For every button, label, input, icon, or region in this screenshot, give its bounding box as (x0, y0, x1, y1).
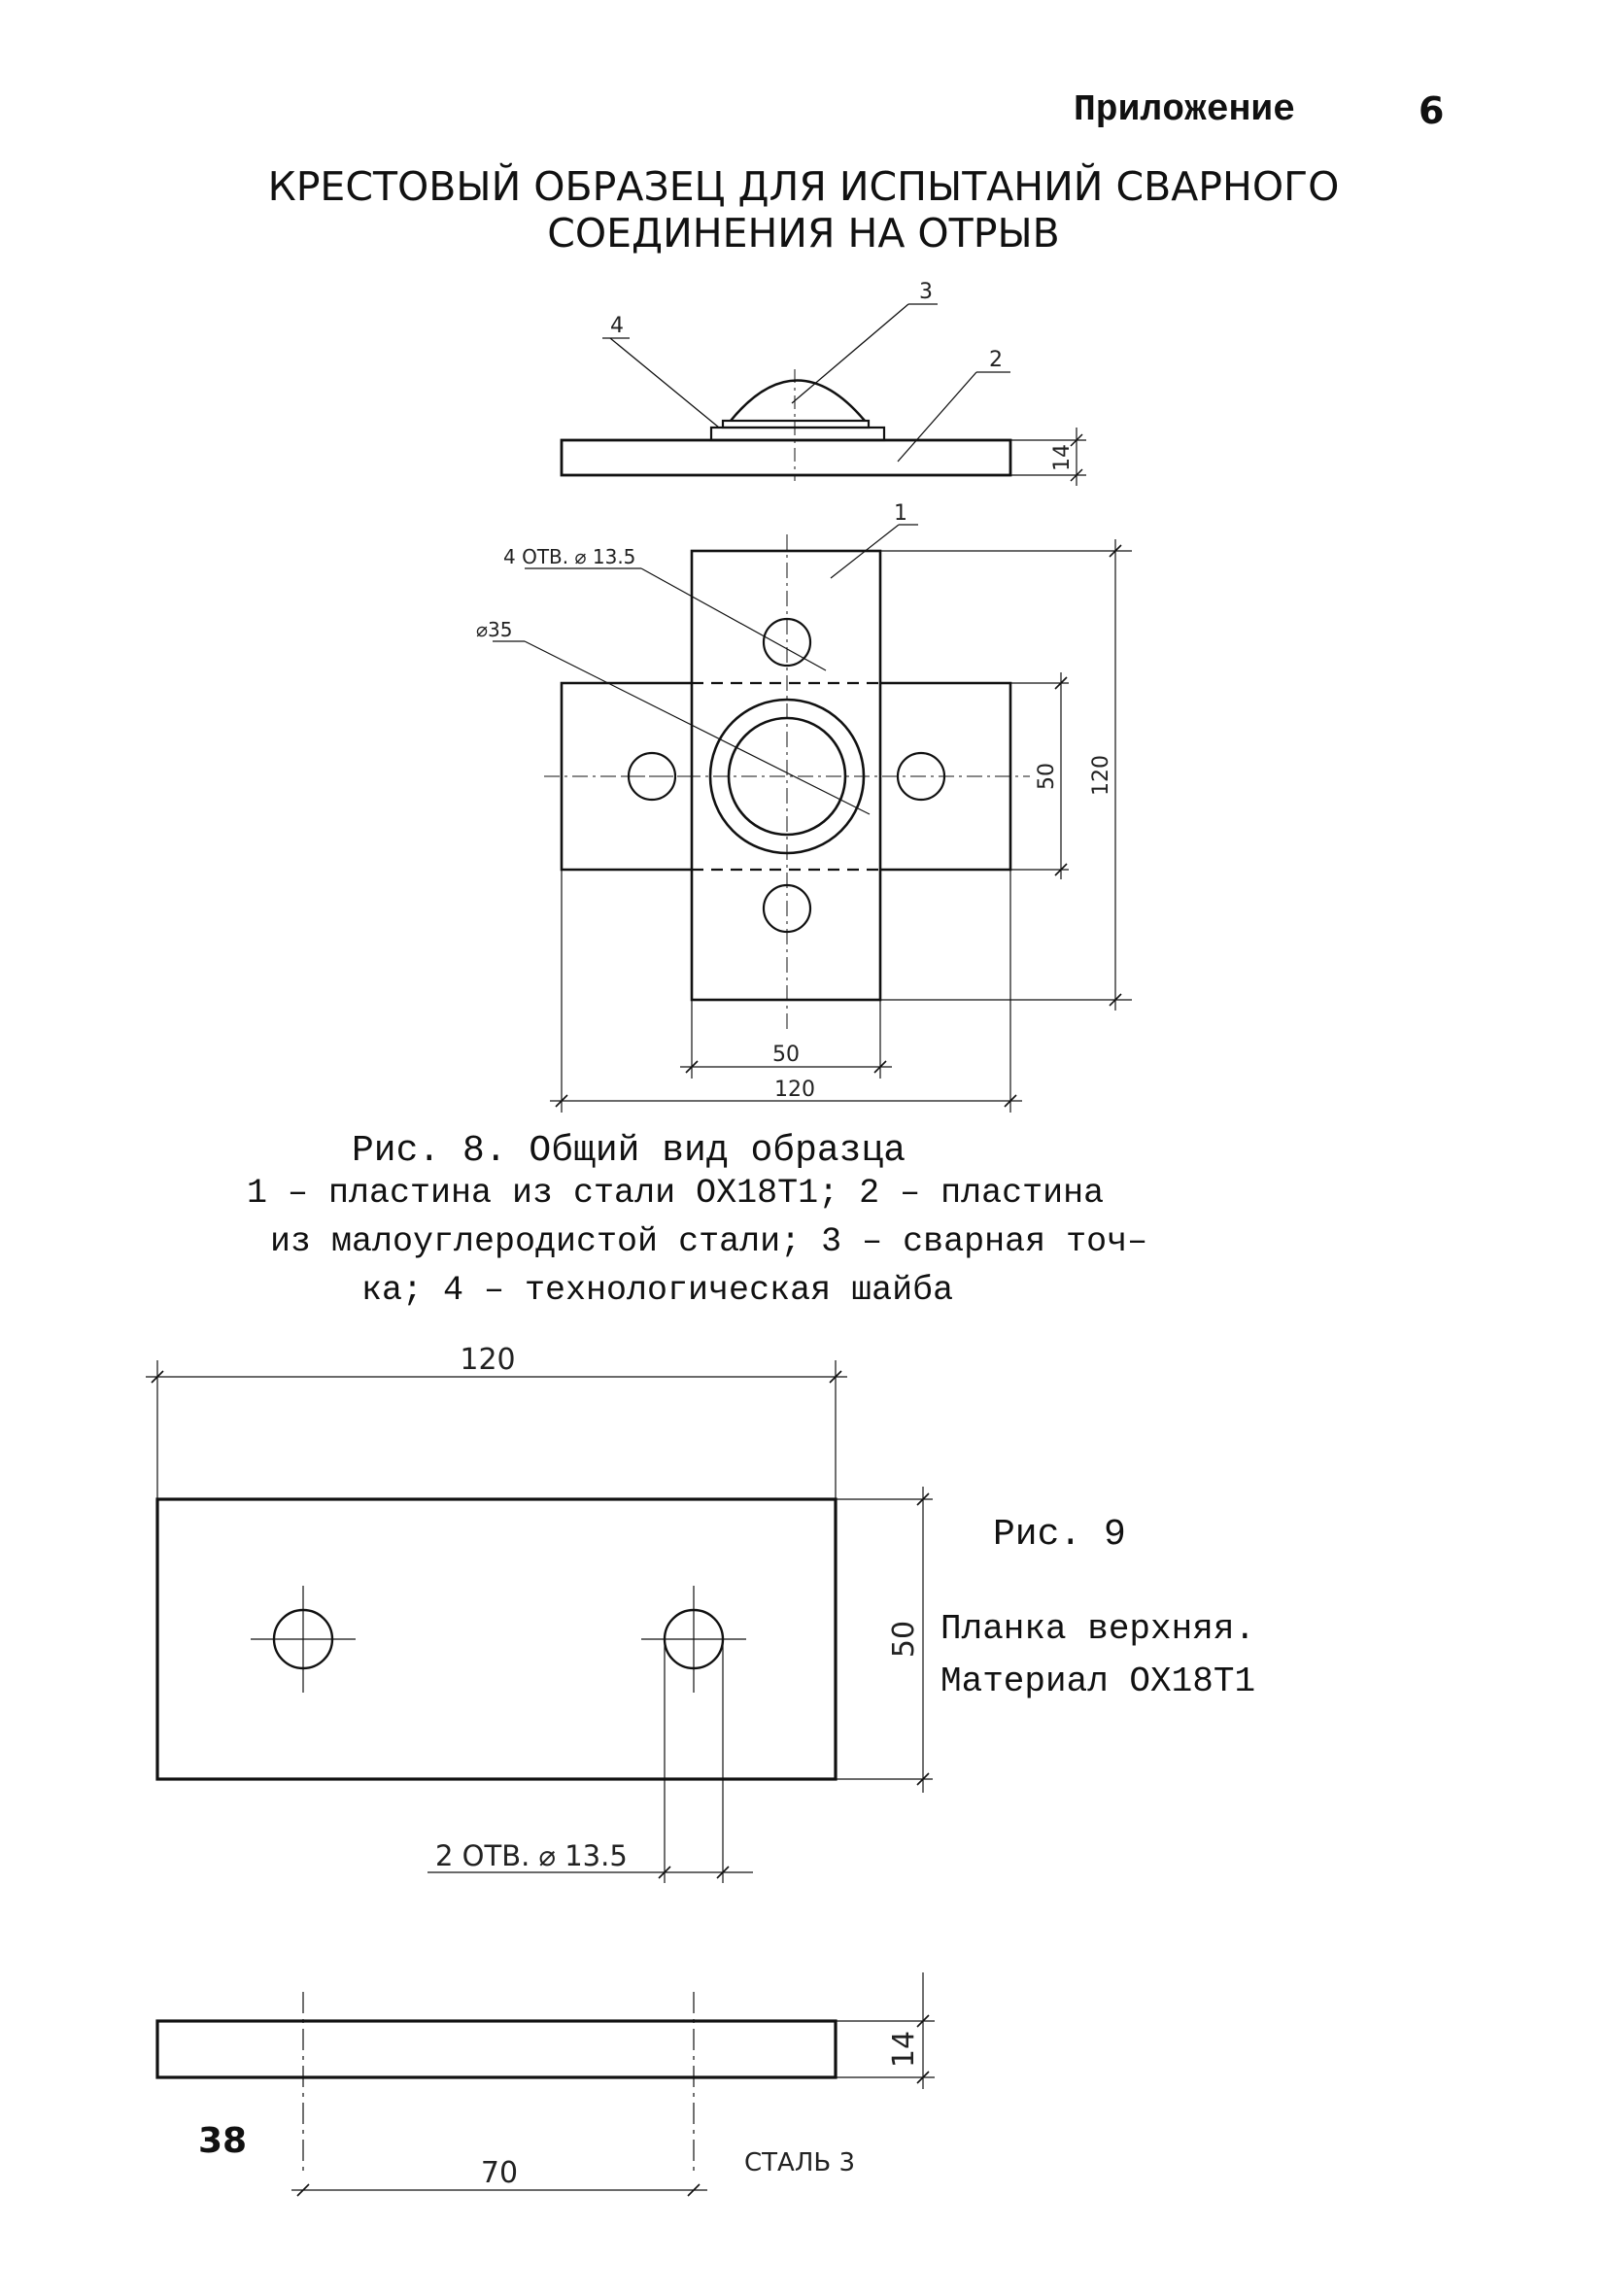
fig8-dim-inner-horizontal: 50 (772, 1043, 800, 1067)
fig9-plate-side (155, 2019, 838, 2079)
fig8-side-view (560, 303, 1086, 486)
fig8-callout-1: 1 (894, 501, 907, 526)
fig8-weld-dome (730, 379, 866, 422)
fig9-dim-thickness: 14 (887, 2031, 921, 2068)
fig8-callout-4: 4 (610, 314, 624, 338)
fig8-caption-line-3: ка; 4 – технологическая шайба (361, 1271, 954, 1310)
fig8-washer-side (721, 419, 871, 429)
page-number: 38 (198, 2121, 248, 2161)
fig8-dim-inner-vertical: 50 (1035, 763, 1059, 790)
fig8-caption-line-2: из малоуглеродистой стали; 3 – сварная т… (270, 1222, 1148, 1261)
fig9-label: Рис. 9 (993, 1514, 1126, 1556)
fig8-top-plate-side (709, 426, 886, 442)
fig8-hole-note: 4 ОТВ. ⌀ 13.5 (503, 545, 635, 568)
fig8-dim-outer-vertical: 120 (1089, 755, 1113, 796)
fig8-callout-3: 3 (919, 280, 933, 304)
page-title-line-2: СОЕДИНЕНИЯ НА ОТРЫВ (547, 210, 1060, 257)
fig9-side-view (155, 1972, 935, 2197)
fig8-caption-line-1: 1 – пластина из стали ОХ18Т1; 2 – пласти… (247, 1174, 1105, 1213)
fig8-diameter-note: ⌀35 (476, 618, 513, 641)
fig9-description-line-2: Материал ОХ18Т1 (940, 1662, 1256, 1701)
page-title-line-1: КРЕСТОВЫЙ ОБРАЗЕЦ ДЛЯ ИСПЫТАНИЙ СВАРНОГО (267, 163, 1340, 210)
fig8-base-plate-side (560, 438, 1012, 477)
fig8-vertical-plate (690, 549, 882, 1002)
fig9-plan-view (146, 1360, 933, 1883)
fig9-material-note: СТАЛЬ 3 (744, 2148, 855, 2177)
fig9-hole-note: 2 ОТВ. ⌀ 13.5 (435, 1839, 628, 1872)
fig9-dim-height: 50 (887, 1621, 921, 1658)
appendix-label: Приложение (1074, 89, 1296, 131)
fig8-plan-view (493, 524, 1132, 1113)
fig9-dim-hole-spacing: 70 (481, 2156, 518, 2190)
fig8-dim-outer-horizontal: 120 (774, 1078, 815, 1102)
fig9-description-line-1: Планка верхняя. (940, 1609, 1256, 1649)
fig9-dim-length: 120 (460, 1343, 515, 1377)
fig9-plate (155, 1497, 838, 1781)
fig8-callout-2: 2 (989, 348, 1003, 372)
appendix-number: 6 (1419, 89, 1445, 132)
fig8-caption-title: Рис. 8. Общий вид образца (352, 1130, 906, 1172)
fig8-side-thickness: 14 (1050, 444, 1075, 471)
